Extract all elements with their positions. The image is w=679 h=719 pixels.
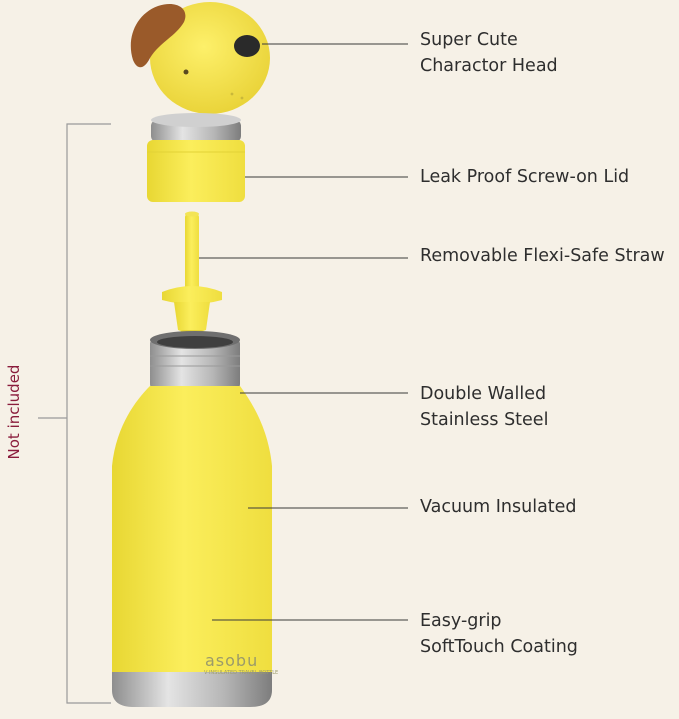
callout-straw: Removable Flexi-Safe Straw (420, 243, 665, 269)
brand-tagline: V-INSULATED TRAVEL BOTTLE (204, 670, 279, 676)
dog-eye (183, 69, 189, 75)
callout-head: Super Cute Charactor Head (420, 27, 558, 79)
callout-line: Double Walled (420, 384, 547, 404)
callout-line: Super Cute (420, 30, 518, 50)
leader-lines (199, 43, 408, 621)
callout-lid: Leak Proof Screw-on Lid (420, 164, 629, 190)
callout-line: Charactor Head (420, 56, 558, 76)
callout-line: Vacuum Insulated (420, 497, 577, 517)
dog-ear (130, 3, 186, 68)
straw (162, 211, 222, 342)
brand-logo: asobu (205, 651, 259, 670)
callout-line: SoftTouch Coating (420, 637, 578, 657)
callout-vacuum: Vacuum Insulated (420, 494, 577, 520)
callout-steel: Double Walled Stainless Steel (420, 381, 548, 433)
not-included-label: Not included (5, 364, 23, 460)
callout-line: Leak Proof Screw-on Lid (420, 167, 630, 187)
bottle-neck (150, 331, 240, 390)
character-head (130, 2, 270, 114)
callout-line: Stainless Steel (420, 410, 549, 430)
dog-nose (234, 35, 260, 57)
screw-on-lid (147, 113, 245, 202)
not-included-bracket (66, 123, 111, 704)
bottle-body (112, 386, 272, 688)
callout-grip: Easy-grip SoftTouch Coating (420, 608, 578, 660)
callout-line: Easy-grip (420, 611, 502, 631)
callout-line: Removable Flexi-Safe Straw (420, 246, 665, 266)
bottle-base (112, 672, 272, 707)
